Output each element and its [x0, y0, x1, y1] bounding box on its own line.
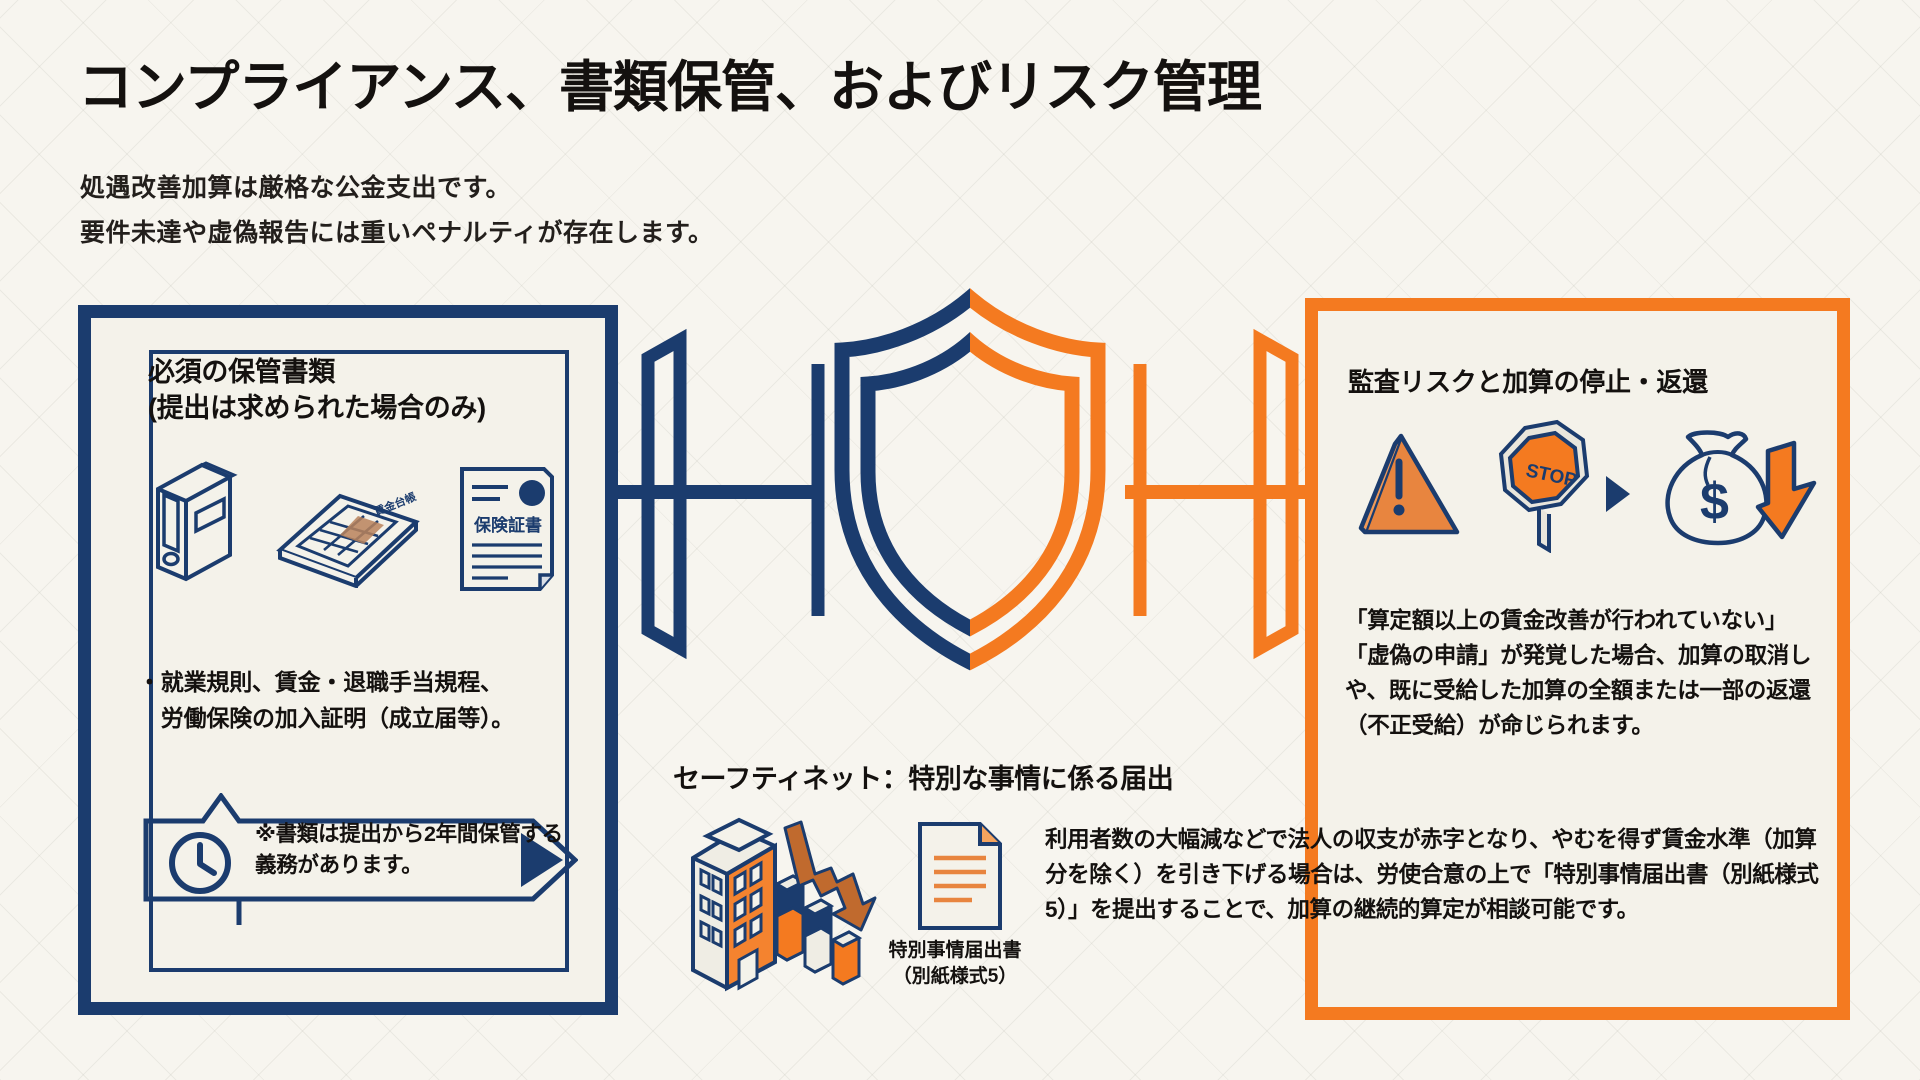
subtitle-line-1: 処遇改善加算は厳格な公金支出です。 [80, 174, 512, 202]
right-panel [1305, 298, 1850, 1020]
right-panel-heading: 監査リスクと加算の停止・返還 [1348, 367, 1708, 397]
retention-callout-text: ※書類は提出から2年間保管する義務があります。 [255, 822, 563, 878]
page-title: コンプライアンス、書類保管、およびリスク管理 [78, 56, 1262, 118]
connector-orange-bracket [1253, 328, 1299, 660]
money-bag-down-arrow-icon: $ [1665, 430, 1817, 546]
right-panel-body: 「算定額以上の賃金改善が行われていない」「虚偽の申請」が発覚した場合、加算の取消… [1345, 608, 1812, 739]
subtitle-line-2: 要件未達や虚偽報告には重いペナルティが存在します。 [80, 219, 714, 247]
building-declining-chart-icon [691, 817, 877, 992]
left-panel-heading: 必須の保管書類 (提出は求められた場合のみ) [148, 357, 486, 423]
left-panel-inner-border [149, 350, 569, 972]
shield-icon [834, 288, 1106, 671]
safety-net-title: セーフティネット：特別な事情に係る届出 [673, 764, 1174, 794]
left-panel-bullet: ・就業規則、賃金・退職手当規程、 労働保険の加入証明（成立届等）。 [138, 669, 515, 732]
money-symbol: $ [1700, 473, 1729, 531]
document-caption: 特別事情届出書 （別紙様式5） [888, 940, 1022, 987]
retention-callout: ※書類は提出から2年間保管する義務があります。 [143, 793, 578, 928]
connector-orange-bar [1125, 485, 1320, 499]
connector-navy-bracket-inner [811, 364, 825, 616]
connector-navy-bracket [641, 328, 687, 660]
clock-icon [169, 832, 231, 894]
play-triangle-icon [1606, 476, 1630, 512]
binder-icon [156, 461, 238, 582]
connector-orange-bracket-inner [1133, 364, 1147, 616]
insurance-certificate-icon: 保険証書 [460, 467, 554, 591]
stop-sign-icon: STOP [1498, 419, 1590, 553]
ledger-document-icon: 賃金台帳 [276, 489, 420, 588]
connector-navy-bar [614, 485, 824, 499]
warning-triangle-icon [1358, 433, 1460, 535]
certificate-label: 保険証書 [473, 515, 542, 535]
callout-arrow-shape [143, 793, 578, 925]
document-icon [918, 822, 1002, 930]
safety-net-body: 利用者数の大幅減などで法人の収支が赤字となり、やむを得ず賃金水準（加算分を除く）… [1045, 827, 1819, 923]
